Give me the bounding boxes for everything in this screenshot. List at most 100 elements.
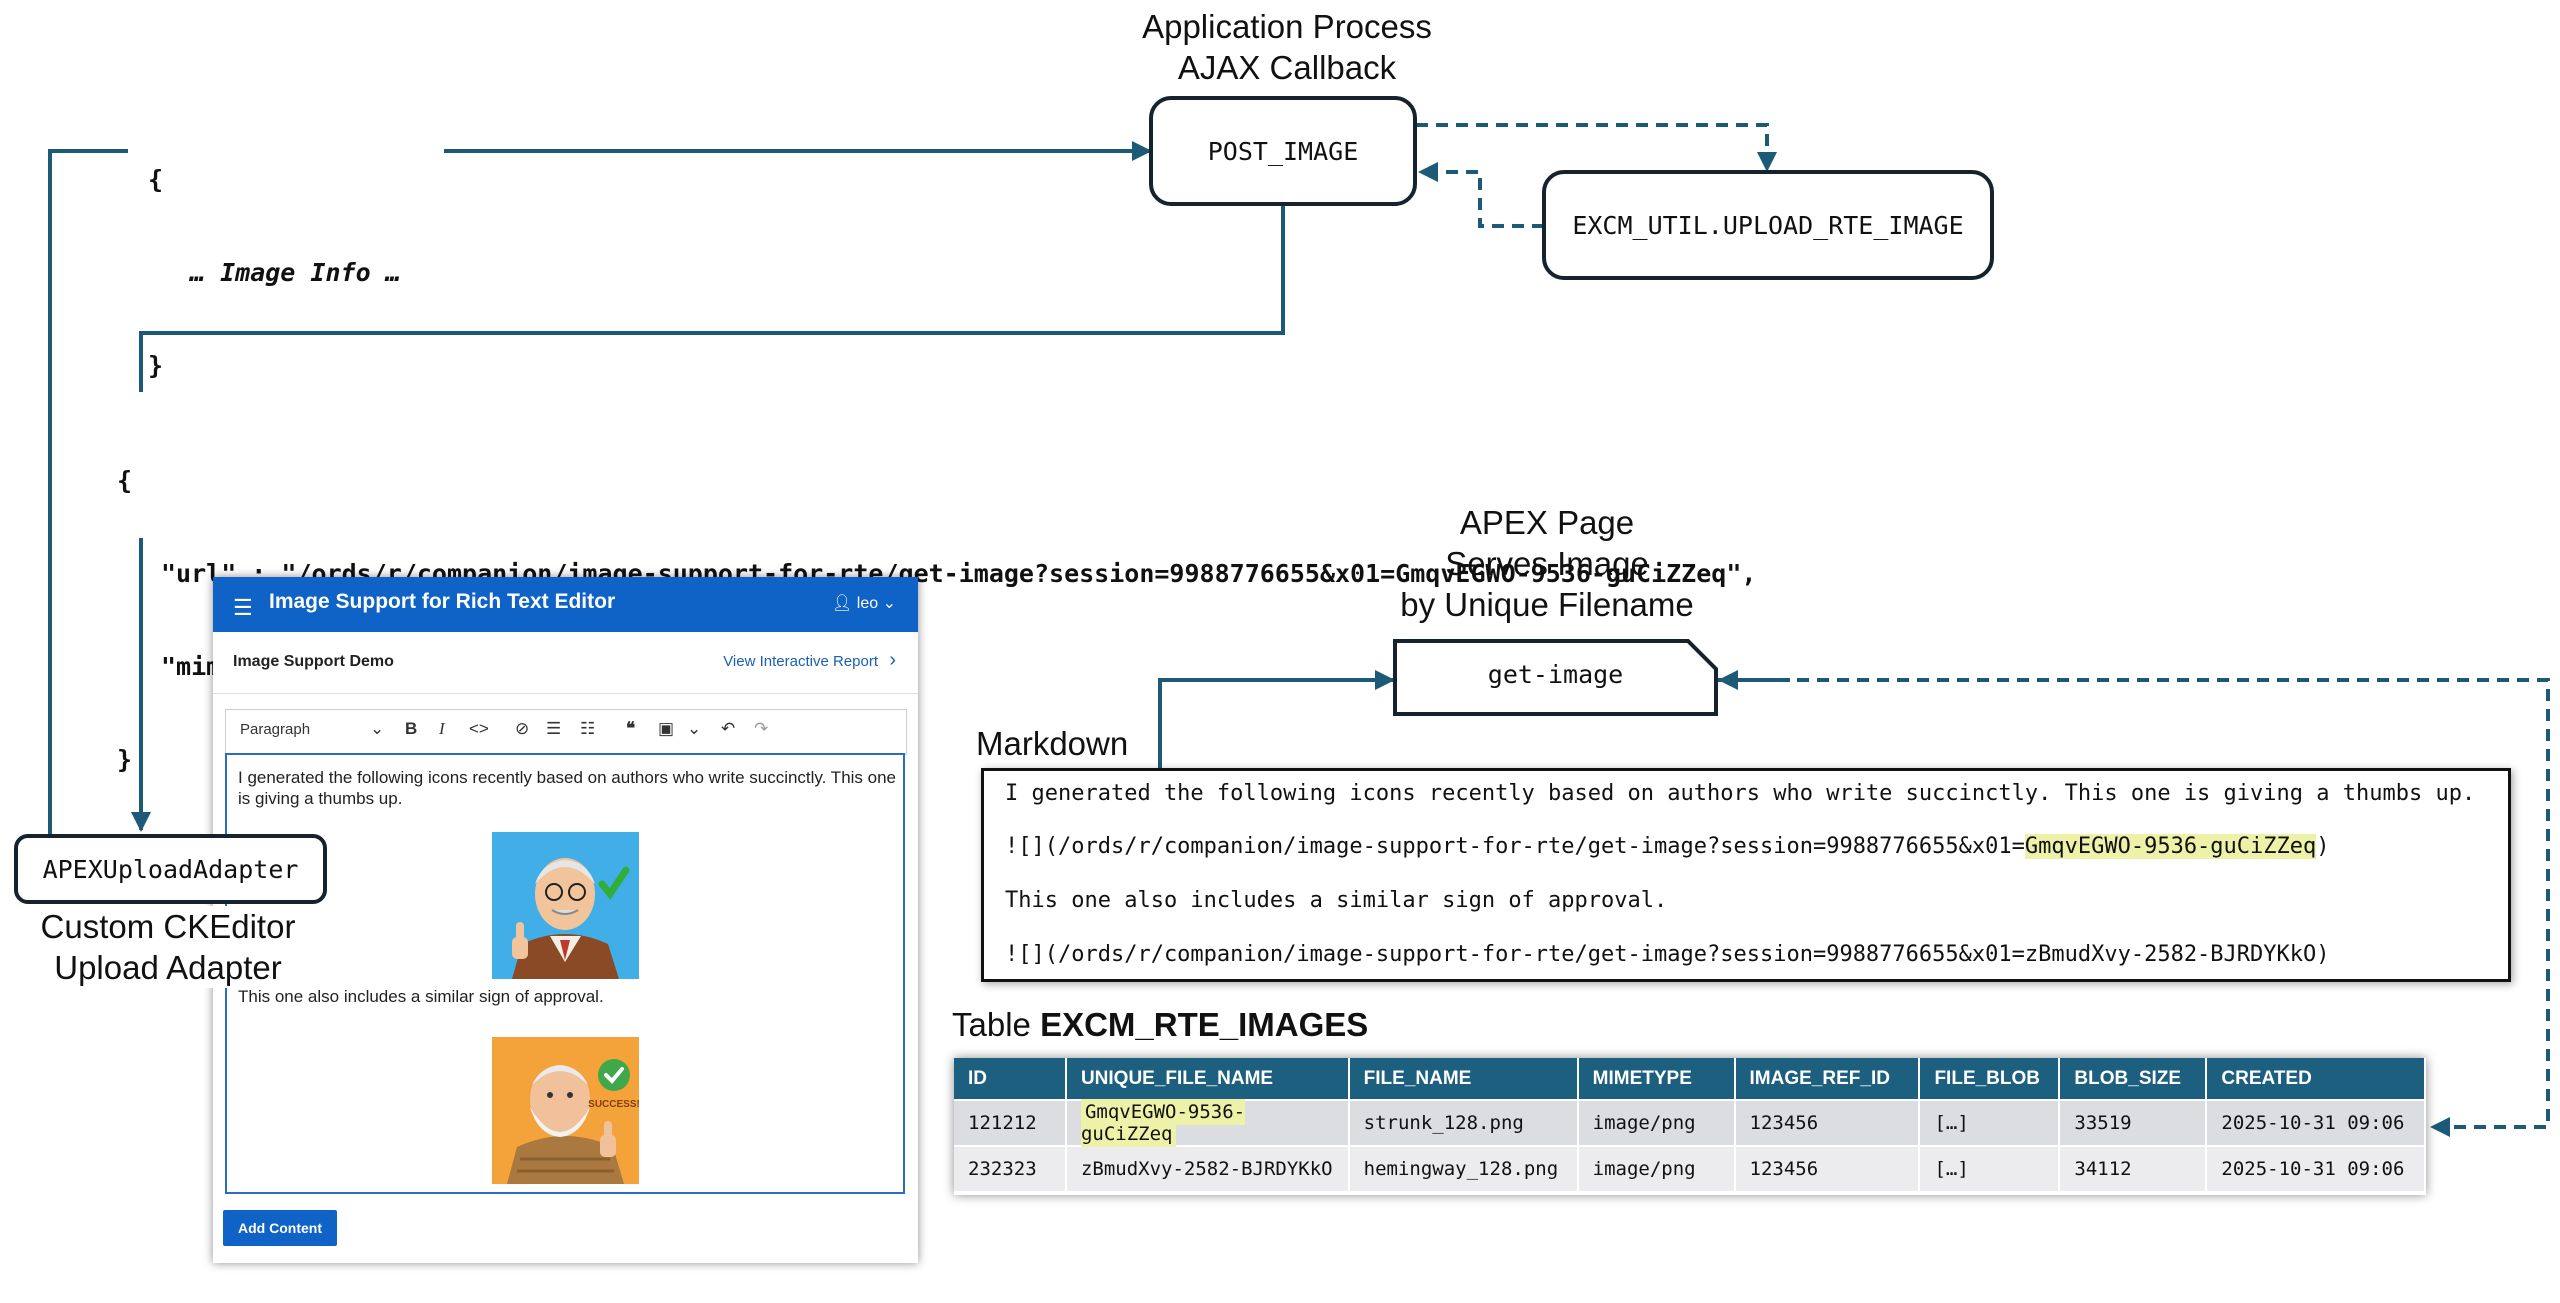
undo-icon[interactable]: ↶ [721, 719, 736, 738]
image-info-json: { … Image Info … } [148, 102, 401, 412]
image-info-body: … Image Info … [190, 258, 401, 287]
col-header: BLOB_SIZE [2059, 1058, 2208, 1100]
markdown-line-3: This one also includes a similar sign of… [1005, 888, 1668, 913]
table-row: 121212 GmqvEGWO-9536-guCiZZeq strunk_128… [954, 1099, 2426, 1147]
user-icon: 👤︎ [832, 595, 853, 612]
editor-toolbar: Paragraph ⌄ B I <> ⊘ ☰ ☷ ❝ ▣ ⌄ ↶ ↷ [225, 709, 907, 755]
markdown-panel: I generated the following icons recently… [981, 768, 2511, 982]
post-image-label: POST_IMAGE [1207, 136, 1359, 166]
chevron-down-icon[interactable]: ⌄ [687, 719, 702, 738]
region-divider [213, 693, 918, 694]
get-image-page-box [1393, 639, 1718, 716]
apex-upload-adapter-label: APEXUploadAdapter [42, 854, 299, 884]
response-json-close: } [117, 745, 133, 774]
arrow-upload-to-post-image [1418, 162, 1544, 228]
bullet-list-icon[interactable]: ☰ [546, 719, 562, 738]
menu-icon[interactable]: ☰ [233, 595, 253, 620]
table-cell: […] [1919, 1145, 2061, 1191]
adapter-caption: Custom CKEditor Upload Adapter [10, 906, 326, 988]
apex-page-title-line2: Serves Image [1445, 545, 1649, 582]
table-cell: image/png [1577, 1099, 1736, 1146]
author-approval-image[interactable]: SUCCESS! [492, 1037, 639, 1184]
table-cell: strunk_128.png [1348, 1099, 1579, 1146]
code-icon[interactable]: <> [469, 719, 489, 738]
italic-icon[interactable]: I [439, 719, 445, 738]
chevron-down-icon: ⌄ [370, 719, 385, 738]
col-header: FILE_BLOB [1919, 1058, 2061, 1100]
table-cell: 34112 [2059, 1145, 2208, 1191]
arrow-adapter-to-post-image [48, 149, 128, 836]
response-json-open: { [117, 466, 133, 495]
numbered-list-icon[interactable]: ☷ [580, 719, 596, 738]
unique-file-name-highlight: GmqvEGWO-9536-guCiZZeq [1080, 1099, 1246, 1147]
table-cell: 123456 [1734, 1145, 1921, 1191]
paragraph-select-label: Paragraph [240, 721, 311, 738]
image-info-close: } [148, 351, 164, 380]
table-cell: 232323 [954, 1145, 1067, 1191]
user-menu[interactable]: 👤︎ leo ⌄ [832, 593, 896, 613]
link-icon[interactable]: ⊘ [515, 719, 530, 738]
arrow-post-image-to-response [139, 206, 1285, 392]
table-cell: 123456 [1734, 1099, 1921, 1146]
markdown-line-2: ![](/ords/r/companion/image-support-for-… [1005, 834, 2330, 859]
app-process-title-line2: AJAX Callback [1177, 49, 1397, 86]
insert-image-icon[interactable]: ▣ [658, 719, 675, 738]
bold-icon[interactable]: B [405, 719, 418, 738]
table-cell: GmqvEGWO-9536-guCiZZeq [1065, 1099, 1350, 1147]
apex-page-title-line3: by Unique Filename [1400, 586, 1694, 623]
editor-paragraph-1: I generated the following icons recently… [238, 768, 897, 808]
col-header: ID [954, 1058, 1067, 1100]
add-content-button[interactable]: Add Content [223, 1210, 337, 1246]
arrow-post-image-to-upload [1416, 123, 1777, 172]
view-interactive-report-link[interactable]: View Interactive Report [723, 653, 878, 670]
app-process-title: Application Process AJAX Callback [1087, 6, 1487, 88]
markdown-line-1: I generated the following icons recently… [1005, 781, 2476, 806]
redo-icon[interactable]: ↷ [754, 719, 769, 738]
chevron-right-icon: › [889, 649, 896, 671]
table-header-row: ID UNIQUE_FILE_NAME FILE_NAME MIMETYPE I… [954, 1058, 2426, 1100]
col-header: CREATED [2206, 1058, 2426, 1100]
table-cell: 33519 [2059, 1099, 2208, 1146]
table-row: 232323 zBmudXvy-2582-BJRDYKkO hemingway_… [954, 1145, 2426, 1191]
table-cell: 2025-10-31 09:06 [2206, 1099, 2426, 1146]
app-window: ☰ Image Support for Rich Text Editor 👤︎ … [213, 577, 918, 1263]
table-cell: zBmudXvy-2582-BJRDYKkO [1065, 1145, 1350, 1191]
adapter-caption-line1: Custom CKEditor [10, 906, 326, 947]
apex-page-title-line1: APEX Page [1459, 504, 1635, 541]
col-header: IMAGE_REF_ID [1734, 1058, 1921, 1100]
add-content-label: Add Content [238, 1220, 322, 1236]
adapter-caption-line2: Upload Adapter [10, 947, 326, 988]
get-image-label: get-image [1487, 660, 1624, 689]
app-title: Image Support for Rich Text Editor [269, 590, 616, 613]
table-cell: 121212 [954, 1099, 1067, 1146]
user-name: leo [856, 595, 879, 612]
app-process-title-line1: Application Process [1142, 8, 1432, 45]
images-table: ID UNIQUE_FILE_NAME FILE_NAME MIMETYPE I… [954, 1058, 2426, 1195]
editor-paragraph-2: This one also includes a similar sign of… [238, 987, 604, 1006]
region-title: Image Support Demo [233, 653, 394, 670]
markdown-line-2-suffix: ) [2316, 834, 2330, 859]
markdown-line-2-highlight: GmqvEGWO-9536-guCiZZeq [2024, 834, 2317, 859]
upload-rte-image-label: EXCM_UTIL.UPLOAD_RTE_IMAGE [1572, 210, 1964, 240]
table-cell: hemingway_128.png [1348, 1145, 1579, 1191]
upload-rte-image-box: EXCM_UTIL.UPLOAD_RTE_IMAGE [1542, 170, 1994, 280]
image-info-open: { [148, 165, 164, 194]
paragraph-select[interactable]: Paragraph [240, 721, 310, 738]
markdown-line-4: ![](/ords/r/companion/image-support-for-… [1005, 942, 2330, 967]
post-image-box: POST_IMAGE [1149, 96, 1417, 206]
markdown-label: Markdown [976, 725, 1129, 762]
table-cell: 2025-10-31 09:06 [2206, 1145, 2426, 1191]
table-label-name: EXCM_RTE_IMAGES [1040, 1006, 1369, 1043]
col-header: UNIQUE_FILE_NAME [1065, 1058, 1350, 1100]
author-thumbs-up-image[interactable] [492, 832, 639, 979]
table-cell: image/png [1577, 1145, 1736, 1191]
col-header: MIMETYPE [1577, 1058, 1736, 1100]
markdown-line-2-prefix: ![](/ords/r/companion/image-support-for-… [1005, 834, 2025, 859]
blockquote-icon[interactable]: ❝ [626, 719, 636, 738]
app-header: ☰ Image Support for Rich Text Editor 👤︎ … [213, 577, 918, 632]
apex-upload-adapter-box: APEXUploadAdapter [14, 834, 327, 904]
rich-text-editor[interactable]: I generated the following icons recently… [225, 753, 905, 1194]
chevron-down-icon: ⌄ [882, 595, 896, 612]
table-label: Table EXCM_RTE_IMAGES [952, 1006, 1368, 1044]
